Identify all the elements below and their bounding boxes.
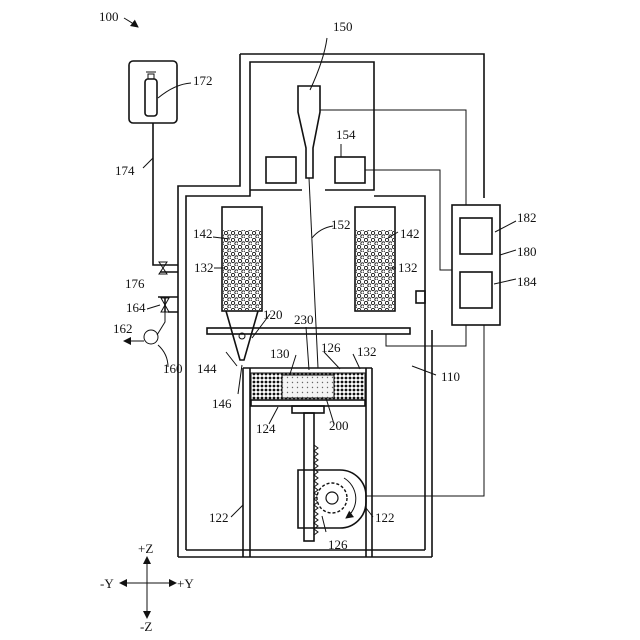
label-122-left: 122 xyxy=(209,510,229,525)
label-122-right: 122 xyxy=(375,510,395,525)
label-154: 154 xyxy=(336,127,356,142)
cylinder-valve xyxy=(146,72,156,79)
module-box-left xyxy=(266,157,296,183)
label-162: 162 xyxy=(113,321,133,336)
gas-line-174 xyxy=(153,123,178,272)
label-180: 180 xyxy=(517,244,537,259)
label-150: 150 xyxy=(333,19,353,34)
label-230: 230 xyxy=(294,312,314,327)
recoater-plate xyxy=(207,328,410,334)
sensor-port xyxy=(416,291,425,303)
printed-part-200 xyxy=(282,375,334,398)
label-142-right: 142 xyxy=(400,226,420,241)
label-124: 124 xyxy=(256,421,276,436)
label-132-left: 132 xyxy=(194,260,214,275)
pump-inlet xyxy=(157,312,165,335)
label-184: 184 xyxy=(517,274,537,289)
label-132-bed: 132 xyxy=(357,344,377,359)
controller-module-184 xyxy=(460,272,492,308)
coordinate-axes xyxy=(120,557,176,618)
piston-shaft xyxy=(304,413,314,541)
controller-module-182 xyxy=(460,218,492,254)
axis-label-plus-z: +Z xyxy=(138,541,153,556)
label-130: 130 xyxy=(270,346,290,361)
energy-source xyxy=(298,86,320,178)
label-172: 172 xyxy=(193,73,213,88)
label-174: 174 xyxy=(115,163,135,178)
module-box-154 xyxy=(335,157,365,183)
axis-label-minus-z: -Z xyxy=(140,619,152,634)
hopper-funnel-144 xyxy=(226,311,258,360)
label-182: 182 xyxy=(517,210,537,225)
pinion-hub xyxy=(326,492,338,504)
label-120: 120 xyxy=(263,307,283,322)
label-142-left: 142 xyxy=(193,226,213,241)
label-152: 152 xyxy=(331,217,351,232)
label-144: 144 xyxy=(197,361,217,376)
label-110: 110 xyxy=(441,369,460,384)
platform-mount xyxy=(292,406,324,413)
figure-arrow xyxy=(124,18,138,27)
pump-162 xyxy=(144,330,158,344)
label-176: 176 xyxy=(125,276,145,291)
gas-cabinet xyxy=(129,61,177,123)
gas-cylinder xyxy=(145,79,157,116)
label-164: 164 xyxy=(126,300,146,315)
figure-number: 100 xyxy=(99,9,119,24)
beam-path-152 xyxy=(309,178,318,368)
label-132-right: 132 xyxy=(398,260,418,275)
label-200: 200 xyxy=(329,418,349,433)
label-160: 160 xyxy=(163,361,183,376)
axis-label-minus-y: -Y xyxy=(100,576,114,591)
build-platform xyxy=(251,400,365,406)
hopper-left-powder xyxy=(223,230,261,310)
label-126-bottom: 126 xyxy=(328,537,348,552)
axis-label-plus-y: +Y xyxy=(177,576,194,591)
hopper-right-powder xyxy=(356,230,394,310)
label-126-top: 126 xyxy=(321,340,341,355)
label-146: 146 xyxy=(212,396,232,411)
